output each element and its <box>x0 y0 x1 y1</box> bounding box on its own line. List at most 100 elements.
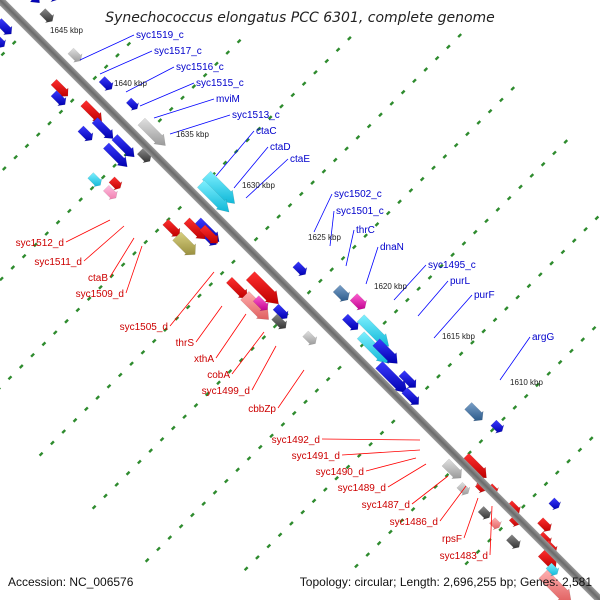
gene-label-reverse[interactable]: syc1489_d <box>338 483 386 494</box>
gene-feature[interactable] <box>50 78 69 97</box>
gene-feature[interactable] <box>548 497 562 511</box>
gene-label-forward[interactable]: thrC <box>356 225 375 236</box>
leader-line <box>195 305 223 343</box>
tick-dot <box>337 365 342 371</box>
gene-feature[interactable] <box>302 330 318 346</box>
gene-label-reverse[interactable]: syc1487_d <box>362 500 410 511</box>
gene-label-forward[interactable]: syc1513_c <box>232 110 280 121</box>
gene-label-forward[interactable]: purL <box>450 276 470 287</box>
gene-label-reverse[interactable]: syc1499_d <box>202 386 250 397</box>
gene-label-reverse[interactable]: thrS <box>176 338 195 349</box>
tick-dot <box>272 323 278 329</box>
gene-label-reverse[interactable]: syc1483_d <box>440 551 488 562</box>
gene-feature[interactable] <box>108 176 123 191</box>
tick-dot <box>67 208 72 214</box>
gene-label-forward[interactable]: syc1502_c <box>334 189 382 200</box>
gene-feature[interactable] <box>98 76 114 91</box>
gene-feature[interactable] <box>441 458 462 479</box>
gene-feature[interactable] <box>67 47 83 63</box>
tick-dot <box>202 72 208 78</box>
tick-dot <box>424 385 430 391</box>
gene-feature[interactable] <box>488 517 502 530</box>
gene-label-reverse[interactable]: cbbZp <box>248 404 276 415</box>
gene-label-reverse[interactable]: syc1511_d <box>34 257 82 268</box>
leader-line <box>417 280 449 317</box>
gene-feature[interactable] <box>490 419 505 434</box>
gene-feature[interactable] <box>111 133 135 158</box>
gene-feature[interactable] <box>252 295 269 312</box>
gene-label-forward[interactable]: syc1501_c <box>336 206 384 217</box>
gene-feature[interactable] <box>538 569 572 600</box>
gene-label-forward[interactable]: syc1516_c <box>176 62 224 73</box>
gene-label-forward[interactable]: syc1515_c <box>196 78 244 89</box>
gene-feature[interactable] <box>375 360 408 394</box>
gene-feature[interactable] <box>372 338 398 364</box>
gene-label-forward[interactable]: syc1495_c <box>428 260 476 271</box>
gene-feature[interactable] <box>196 179 230 213</box>
gene-feature[interactable] <box>77 125 94 142</box>
gene-feature[interactable] <box>172 231 196 256</box>
gene-label-reverse[interactable]: rpsF <box>442 534 462 545</box>
gene-label-reverse[interactable]: syc1512_d <box>16 238 64 249</box>
gene-label-forward[interactable]: argG <box>532 332 554 343</box>
gene-feature[interactable] <box>332 284 351 303</box>
gene-feature[interactable] <box>271 313 288 330</box>
gene-label-forward[interactable]: dnaN <box>380 242 404 253</box>
gene-label-forward[interactable]: syc1519_c <box>136 30 184 41</box>
gene-feature[interactable] <box>477 505 492 520</box>
gene-feature[interactable] <box>464 401 484 422</box>
accession-text: Accession: NC_006576 <box>8 575 134 589</box>
gene-feature[interactable] <box>102 184 118 200</box>
gene-feature[interactable] <box>398 370 417 389</box>
gene-feature[interactable] <box>537 517 553 533</box>
gene-feature[interactable] <box>505 534 521 550</box>
tick-dot <box>167 535 173 540</box>
gene-feature[interactable] <box>50 90 67 107</box>
tick-dot <box>41 341 47 347</box>
gene-feature[interactable] <box>341 313 359 331</box>
gene-label-reverse[interactable]: xthA <box>194 354 214 365</box>
gene-label-forward[interactable]: syc1517_c <box>154 46 202 57</box>
gene-feature[interactable] <box>91 117 114 139</box>
gene-label-forward[interactable]: ctaC <box>256 126 277 137</box>
gene-feature[interactable] <box>125 97 140 111</box>
gene-label-forward[interactable]: purF <box>474 290 495 301</box>
gene-label-reverse[interactable]: ctaB <box>88 273 108 284</box>
gene-feature[interactable] <box>401 387 420 406</box>
gene-feature[interactable] <box>199 224 219 244</box>
gene-label-reverse[interactable]: syc1490_d <box>316 467 364 478</box>
gene-label-reverse[interactable]: syc1491_d <box>292 451 340 462</box>
tick-dot <box>368 441 373 447</box>
gene-label-forward[interactable]: ctaE <box>290 154 310 165</box>
tick-dot <box>246 456 252 461</box>
gene-feature[interactable] <box>137 117 166 146</box>
gene-label-forward[interactable]: ctaD <box>270 142 291 153</box>
gene-feature[interactable] <box>18 0 40 4</box>
gene-label-reverse[interactable]: syc1505_d <box>120 322 168 333</box>
gene-label-reverse[interactable]: syc1486_d <box>390 517 438 528</box>
tick-dot <box>311 498 317 504</box>
gene-feature[interactable] <box>0 18 13 35</box>
gene-feature[interactable] <box>162 218 181 237</box>
gene-label-forward[interactable]: mviM <box>216 94 240 105</box>
gene-feature[interactable] <box>39 8 55 24</box>
gene-label-reverse[interactable]: syc1509_d <box>76 289 124 300</box>
gene-feature[interactable] <box>47 0 58 3</box>
gene-feature[interactable] <box>456 481 471 496</box>
gene-feature[interactable] <box>102 142 128 168</box>
gene-feature[interactable] <box>545 562 560 577</box>
gene-feature[interactable] <box>225 276 248 299</box>
gene-label-reverse[interactable]: cobA <box>207 370 230 381</box>
gene-feature[interactable] <box>349 293 368 311</box>
gene-feature[interactable] <box>87 172 103 188</box>
gene-feature[interactable] <box>292 261 308 277</box>
gene-feature[interactable] <box>245 271 279 305</box>
tick-dot <box>382 320 388 325</box>
tick-dot <box>269 433 274 439</box>
tick-dot <box>450 252 455 258</box>
gene-feature[interactable] <box>0 34 7 48</box>
gene-label-reverse[interactable]: syc1492_d <box>272 435 320 446</box>
gene-feature[interactable] <box>272 303 289 320</box>
tick-dot <box>495 207 501 212</box>
